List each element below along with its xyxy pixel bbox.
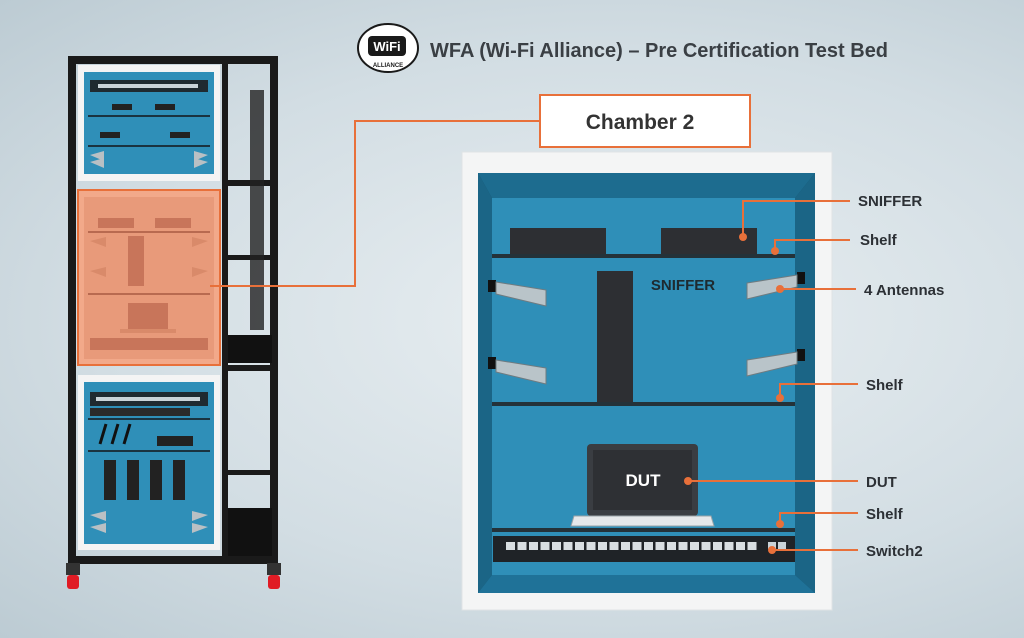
switch-port <box>609 542 619 550</box>
page-title: WFA (Wi-Fi Alliance) – Pre Certification… <box>430 40 888 62</box>
logo-subtext: ALLIANCE <box>373 63 403 69</box>
switch-port <box>621 542 630 550</box>
caster-right <box>267 563 281 589</box>
rack-chamber-1 <box>78 65 220 181</box>
switch-port <box>586 542 596 550</box>
switch-port <box>563 542 573 550</box>
callout-connector <box>210 120 540 287</box>
chamber-2-callout: Chamber 2 <box>539 94 751 148</box>
label-dut: DUT <box>866 474 897 491</box>
annotation-leaders <box>688 200 858 551</box>
switch-port <box>747 542 757 550</box>
shelf-bottom <box>492 528 795 532</box>
switch-port <box>517 542 527 550</box>
switch-port <box>552 542 561 550</box>
annotation-dots <box>684 233 784 554</box>
switch-port <box>655 542 665 550</box>
label-shelf-top: Shelf <box>860 232 898 249</box>
label-switch2: Switch2 <box>866 543 923 560</box>
switch-port <box>575 542 584 550</box>
antenna-top-right <box>746 272 805 300</box>
switch-port <box>598 542 607 550</box>
switch-ports <box>506 542 757 550</box>
callout-label: Chamber 2 <box>586 111 695 134</box>
wifi-alliance-logo: WiFi ALLIANCE <box>357 23 419 73</box>
antenna-bottom-left <box>488 357 547 385</box>
dut-laptop: DUT <box>570 444 715 527</box>
switch-port <box>690 542 699 550</box>
label-shelf-middle: Shelf <box>866 377 904 394</box>
switch-port <box>644 542 653 550</box>
switch-port <box>713 542 722 550</box>
antenna-bottom-right <box>746 349 805 377</box>
switch-port <box>701 542 711 550</box>
antenna-top-left <box>488 280 547 307</box>
shelf-middle <box>492 402 795 406</box>
sniffer-device-left <box>510 228 606 254</box>
rack <box>66 56 281 589</box>
sniffer-device-right <box>661 228 757 254</box>
caster-left <box>66 563 80 589</box>
sniffer-box <box>597 271 633 404</box>
chamber-detail: SNIFFER DUT <box>461 151 833 611</box>
label-antennas: 4 Antennas <box>864 282 944 299</box>
switch2 <box>493 536 795 562</box>
switch-port <box>667 542 676 550</box>
rack-chamber-2-highlight <box>77 189 221 366</box>
switch-port <box>529 542 538 550</box>
switch-port <box>632 542 642 550</box>
switch-port <box>678 542 688 550</box>
shelf-top <box>492 254 795 258</box>
switch-port <box>736 542 745 550</box>
rack-chamber-3 <box>78 375 220 550</box>
dut-label: DUT <box>626 471 662 490</box>
switch-port <box>506 542 515 550</box>
label-shelf-bottom: Shelf <box>866 506 904 523</box>
logo-wordmark: WiFi <box>373 39 400 54</box>
switch-port <box>540 542 550 550</box>
label-sniffer: SNIFFER <box>858 193 922 210</box>
switch-port <box>724 542 734 550</box>
sniffer-box-label: SNIFFER <box>651 277 715 294</box>
